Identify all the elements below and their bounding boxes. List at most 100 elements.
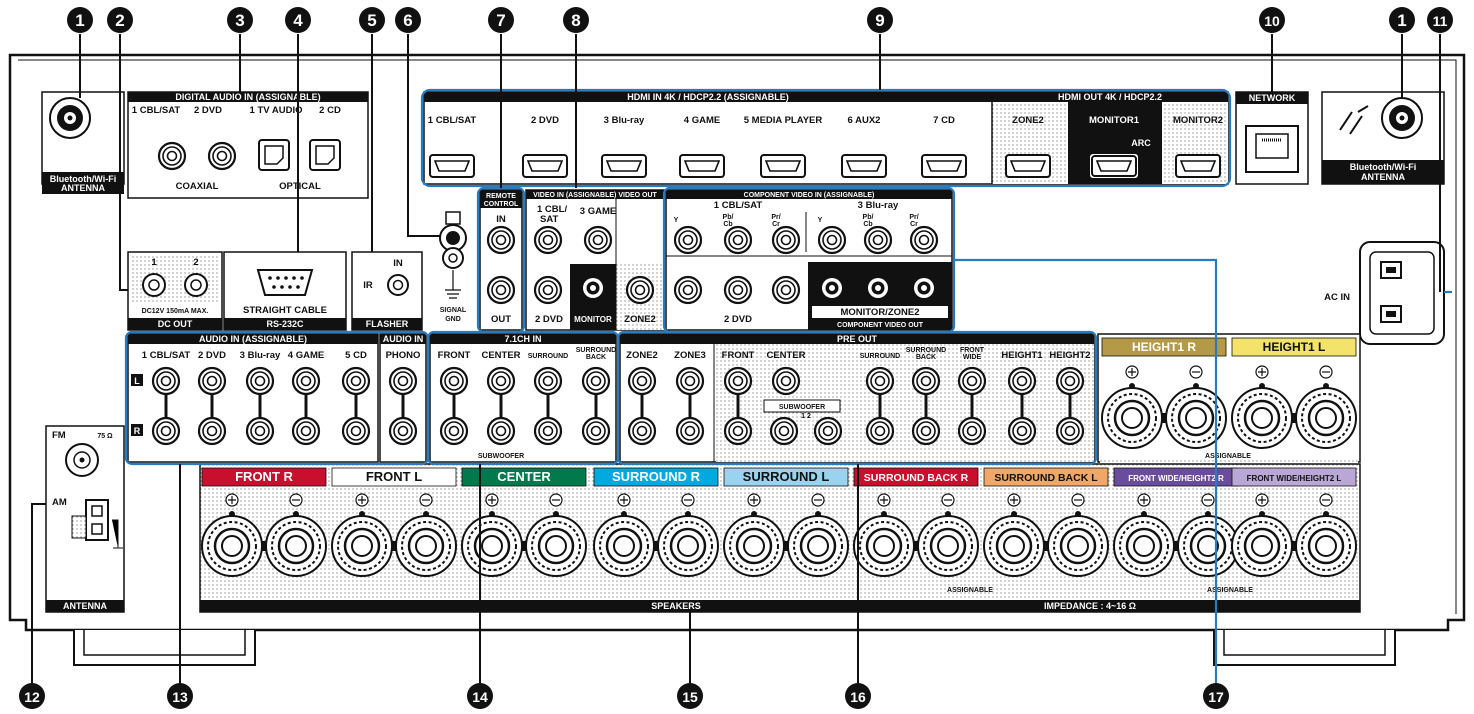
preout-bottom-jack-1[interactable] (627, 416, 657, 446)
ch71-bottom-jack-3[interactable] (533, 416, 563, 446)
video-in-2-jack[interactable] (533, 275, 563, 305)
remote-in-jack[interactable] (486, 225, 516, 255)
coaxial-jack-1[interactable] (157, 141, 187, 171)
preout-top-jack-7[interactable] (1007, 366, 1037, 396)
fm-jack[interactable] (65, 443, 99, 477)
preout-bottom-jack-5[interactable] (911, 416, 941, 446)
preout-top-jack-1[interactable] (627, 366, 657, 396)
preout-bottom-jack-6[interactable] (957, 416, 987, 446)
hdmi-in-port-7[interactable] (921, 154, 967, 178)
am-terminal[interactable] (71, 499, 123, 549)
video-in-1-jack[interactable] (533, 225, 563, 255)
component-in-jack-5[interactable] (863, 225, 893, 255)
ch71-top-jack-4[interactable] (581, 366, 611, 396)
preout-bottom-jack-4[interactable] (865, 416, 895, 446)
hdmi-out-port-3[interactable] (1175, 154, 1221, 178)
video-out-monitor-jack[interactable] (579, 274, 607, 302)
preout-bottom-jack-8[interactable] (1055, 416, 1085, 446)
height1-terminal-2[interactable] (1230, 365, 1358, 450)
optical-jack-1[interactable] (258, 139, 290, 171)
preout-top-jack-6[interactable] (957, 366, 987, 396)
ch71-bottom-jack-4[interactable] (581, 416, 611, 446)
component-out-pr-jack[interactable] (910, 274, 938, 302)
audio-in-r-jack-5[interactable] (341, 416, 371, 446)
dc-jack-2[interactable] (184, 273, 208, 297)
remote-in: IN (496, 214, 506, 225)
hdmi-in-port-2[interactable] (522, 154, 568, 178)
component-in-jack-4[interactable] (817, 225, 847, 255)
speaker-terminal-3[interactable] (460, 493, 588, 578)
audio-in-l-jack-4[interactable] (291, 366, 321, 396)
component-out-y-jack[interactable] (818, 274, 846, 302)
component-2-pr-jack[interactable] (771, 275, 801, 305)
preout-top-jack-3[interactable] (723, 366, 753, 396)
coaxial-jack-2[interactable] (207, 141, 237, 171)
preout-top-jack-2[interactable] (675, 366, 705, 396)
speakers-title: SPEAKERS (651, 601, 701, 611)
dc-jack-1[interactable] (142, 273, 166, 297)
ch71-top-jack-2[interactable] (486, 366, 516, 396)
network-port[interactable]: NETWORK (1235, 91, 1309, 185)
speaker-terminal-7[interactable] (982, 493, 1110, 578)
audio-in-r-jack-4[interactable] (291, 416, 321, 446)
bt-antenna-right[interactable]: Bluetooth/Wi-Fi ANTENNA (1321, 91, 1445, 185)
callout-num-2: 2 (115, 11, 124, 30)
speaker-terminal-8[interactable] (1112, 493, 1240, 578)
audio-in-r-jack-2[interactable] (197, 416, 227, 446)
video-in-3-jack[interactable] (583, 225, 613, 255)
preout-center-jack[interactable] (771, 366, 801, 396)
component-mon: MONITOR/ZONE2 (841, 307, 920, 318)
preout-sub2-jack[interactable] (813, 416, 843, 446)
speaker-terminal-2[interactable] (330, 493, 458, 578)
component-in-jack-2[interactable] (723, 225, 753, 255)
phono-l-jack[interactable] (388, 366, 418, 396)
hdmi-in-port-4[interactable] (679, 154, 725, 178)
ch71-bottom-jack-2[interactable] (486, 416, 516, 446)
component-out-pb-jack[interactable] (864, 274, 892, 302)
hdmi-out-port-2[interactable] (1090, 154, 1138, 178)
audio-in-l-jack-2[interactable] (197, 366, 227, 396)
speaker-terminal-5[interactable] (722, 493, 850, 578)
speaker-terminal-4[interactable] (592, 493, 720, 578)
preout-bottom-jack-3[interactable] (723, 416, 753, 446)
preout-sub1-jack[interactable] (769, 416, 799, 446)
optical-jack-2[interactable] (309, 139, 341, 171)
video-out-zone2-jack[interactable] (625, 275, 655, 305)
remote-out-jack[interactable] (486, 275, 516, 305)
hdmi-in-port-6[interactable] (841, 154, 887, 178)
rs232-port[interactable] (256, 269, 314, 296)
audio-in-r-jack-1[interactable] (151, 416, 181, 446)
comp-y-0: Y (674, 217, 679, 224)
preout-top-jack-8[interactable] (1055, 366, 1085, 396)
signal-gnd[interactable]: SIGNAL GND (439, 211, 467, 323)
component-in-jack-1[interactable] (673, 225, 703, 255)
component-in-jack-6[interactable] (909, 225, 939, 255)
bt-antenna-left[interactable]: Bluetooth/Wi-Fi ANTENNA (41, 91, 125, 194)
component-2-pb-jack[interactable] (723, 275, 753, 305)
speaker-terminal-6[interactable] (852, 493, 980, 578)
callout-num-18: 17 (1208, 689, 1224, 705)
hdmi-in-port-5[interactable] (760, 154, 806, 178)
hdmi-out-port-1[interactable] (1005, 154, 1051, 178)
speaker-terminal-1[interactable] (200, 493, 328, 578)
height1-terminal-1[interactable] (1100, 365, 1228, 450)
audio-in-r-jack-3[interactable] (245, 416, 275, 446)
ch71-top-jack-1[interactable] (439, 366, 469, 396)
phono-r-jack[interactable] (388, 416, 418, 446)
flasher-jack[interactable] (387, 274, 409, 296)
component-in-jack-3[interactable] (771, 225, 801, 255)
ch71-bottom-jack-1[interactable] (439, 416, 469, 446)
preout-bottom-jack-2[interactable] (675, 416, 705, 446)
preout-bottom-jack-7[interactable] (1007, 416, 1037, 446)
preout-top-jack-4[interactable] (865, 366, 895, 396)
hdmi-in-port-1[interactable] (429, 154, 475, 178)
preout-top-jack-5[interactable] (911, 366, 941, 396)
audio-in-l-jack-1[interactable] (151, 366, 181, 396)
audio-in-l-jack-5[interactable] (341, 366, 371, 396)
speaker-terminal-9[interactable] (1230, 493, 1358, 578)
hdmi-in-port-3[interactable] (601, 154, 647, 178)
component-2-y-jack[interactable] (673, 275, 703, 305)
ch71-top-jack-3[interactable] (533, 366, 563, 396)
audio-in-l-jack-3[interactable] (245, 366, 275, 396)
